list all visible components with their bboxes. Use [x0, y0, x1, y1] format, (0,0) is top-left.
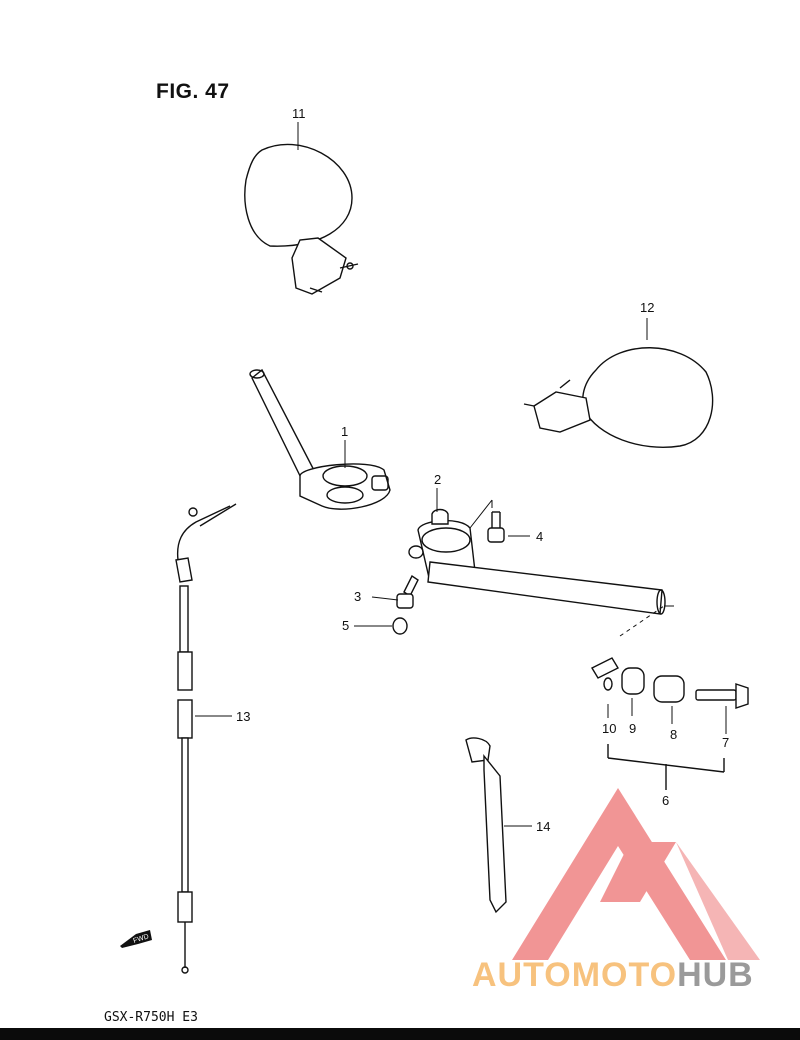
callout-5: 5 [342, 618, 349, 633]
mirror-left-part-11 [244, 143, 359, 295]
callout-14: 14 [536, 819, 550, 834]
watermark-text-part1: AUTOMOTO [472, 956, 678, 994]
bolt-part-3 [396, 574, 419, 609]
bolt-part-4 [487, 511, 505, 543]
cap-part-5 [392, 617, 408, 635]
mirror-right-part-12 [523, 347, 714, 448]
callout-11: 11 [292, 106, 306, 121]
strap-part-14 [465, 737, 507, 914]
callout-9: 9 [629, 721, 636, 736]
fwd-arrow-icon: FWD [120, 930, 152, 948]
fwd-label: FWD [132, 933, 149, 945]
watermark-text: AUTOMOTOHUB [472, 956, 754, 995]
callout-8: 8 [670, 727, 677, 742]
watermark-text-part2: HUB [677, 956, 754, 994]
handlebar-left-part-1 [249, 368, 391, 510]
figure-title: FIG. 47 [156, 80, 230, 103]
callout-2: 2 [434, 472, 441, 487]
callout-4: 4 [536, 529, 543, 544]
callout-6: 6 [662, 793, 669, 808]
watermark-logo [512, 788, 760, 960]
callout-7: 7 [722, 735, 729, 750]
handlebar-right-part-2 [408, 508, 666, 615]
callout-12: 12 [640, 300, 654, 315]
model-label: GSX-R750H E3 [104, 1010, 198, 1025]
callout-13: 13 [236, 709, 250, 724]
cable-part-13 [175, 503, 237, 974]
callout-1: 1 [341, 424, 348, 439]
leader-lines [195, 122, 727, 827]
bottom-bar [0, 1028, 800, 1040]
callout-3: 3 [354, 589, 361, 604]
balancer-set-part-6 [591, 657, 749, 790]
callout-10: 10 [602, 721, 616, 736]
